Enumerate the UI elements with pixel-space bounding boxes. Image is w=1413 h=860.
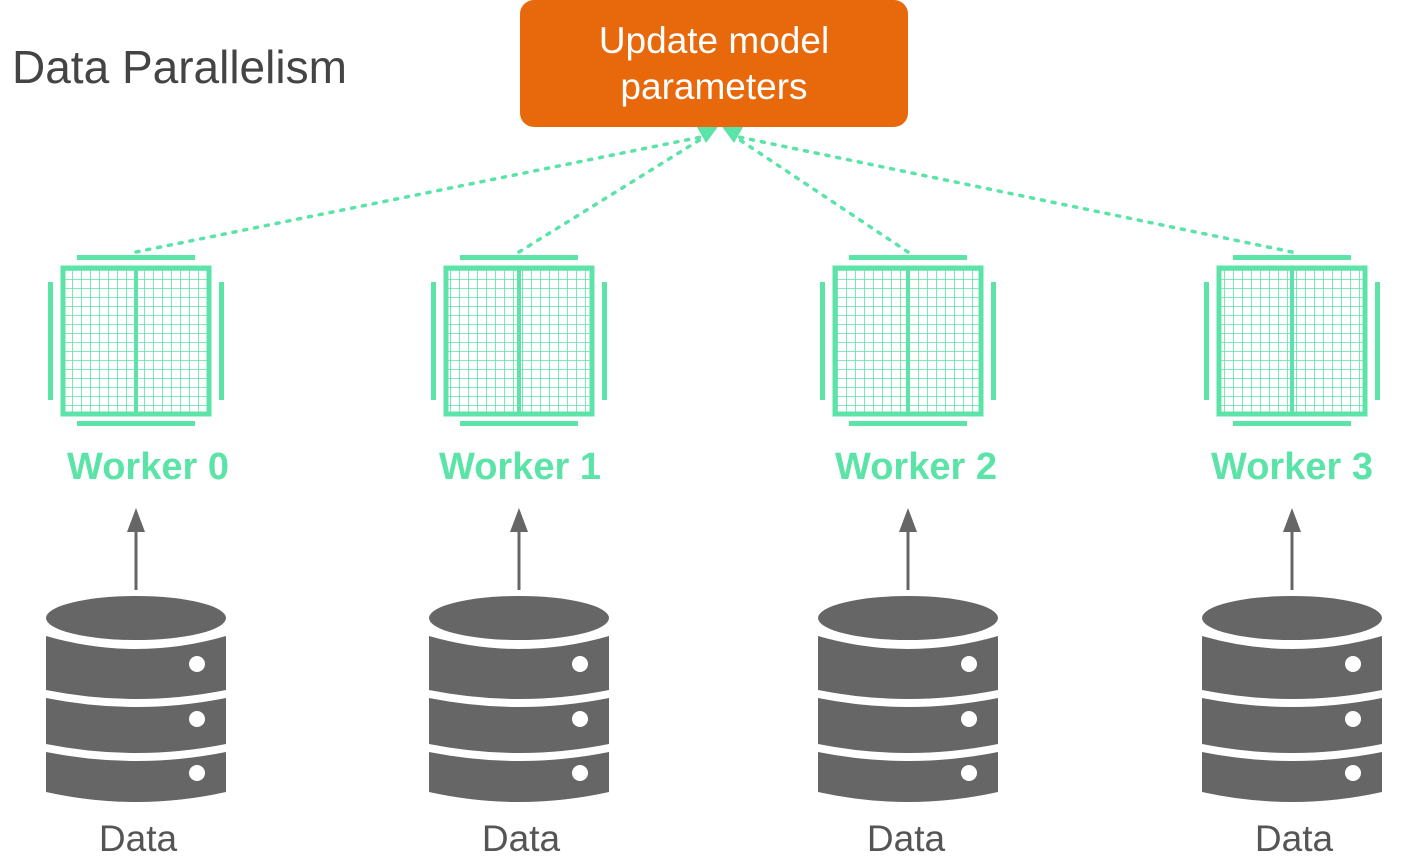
arrowhead-right-icon	[720, 122, 746, 143]
worker-unit-1	[429, 255, 609, 802]
arrow-up-icon	[127, 508, 145, 532]
data-label-3: Data	[1254, 818, 1334, 859]
worker-label-2: Worker 2	[835, 446, 997, 488]
accelerator-chip-icon	[820, 255, 996, 426]
data-flow-arrow-2	[899, 508, 917, 590]
data-flow-arrow-0	[127, 508, 145, 590]
worker-unit-2	[818, 255, 998, 802]
gradient-connectors	[134, 122, 1294, 254]
dotted-connector-0	[134, 134, 708, 254]
data-flow-arrow-1	[510, 508, 528, 590]
update-box-line-2: parameters	[620, 65, 808, 107]
arrow-up-icon	[1283, 508, 1301, 532]
worker-label-1: Worker 1	[439, 446, 601, 488]
accelerator-chip-icon	[431, 255, 607, 426]
database-icon	[1202, 596, 1382, 802]
arrow-up-icon	[899, 508, 917, 532]
database-icon	[46, 596, 226, 802]
data-label-1: Data	[481, 818, 561, 859]
database-icon	[429, 596, 609, 802]
worker-unit-0	[46, 255, 226, 802]
data-label-2: Data	[866, 818, 946, 859]
workers-group	[46, 255, 1382, 802]
dotted-connector-2	[732, 134, 910, 254]
update-model-parameters-box: Update model parameters	[520, 0, 908, 127]
database-icon	[818, 596, 998, 802]
accelerator-chip-icon	[1204, 255, 1380, 426]
accelerator-chip-icon	[48, 255, 224, 426]
dotted-connector-1	[517, 134, 708, 254]
update-box-line-1: Update model	[598, 19, 830, 61]
worker-label-0: Worker 0	[67, 446, 229, 488]
arrowhead-left-icon	[694, 122, 720, 143]
data-label-0: Data	[98, 818, 178, 859]
worker-label-3: Worker 3	[1211, 446, 1373, 488]
arrow-up-icon	[510, 508, 528, 532]
dotted-connector-3	[732, 134, 1294, 254]
worker-unit-3	[1202, 255, 1382, 802]
page-title: Data Parallelism	[12, 41, 347, 93]
data-flow-arrow-3	[1283, 508, 1301, 590]
